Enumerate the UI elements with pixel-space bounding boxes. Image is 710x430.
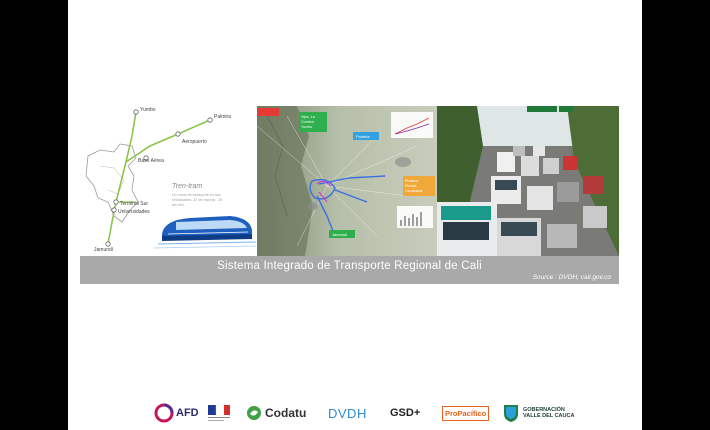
rail-line-palmira <box>125 119 211 163</box>
label-jamundi-box <box>329 230 355 238</box>
city-outline <box>85 143 139 223</box>
caption-title: Sistema Integrado de Transporte Regional… <box>217 260 482 272</box>
route-network <box>309 175 386 237</box>
label-vijes: Yumbo <box>301 125 312 129</box>
station-label: Aeropuerto <box>182 139 207 145</box>
gobernacion-line2: VALLE DEL CAUCA <box>523 413 575 419</box>
label-pradera: Candelaria <box>405 189 422 193</box>
road-sign <box>527 106 557 112</box>
gobernacion-text: GOBERNACIÓN VALLE DEL CAUCA <box>523 407 574 419</box>
road-sign <box>559 106 573 112</box>
label-palmira: Palmira <box>356 134 370 139</box>
label-jamundi: Jamundí <box>332 232 348 237</box>
station-label: Base Aérea <box>138 158 164 164</box>
gobernacion-line1: GOBERNACIÓN <box>523 407 565 413</box>
republique-logo <box>206 400 232 426</box>
regional-geo-map-svg: Vijes, La Cumbre, Yumbo Palmira Pradera,… <box>257 106 437 256</box>
label-pradera: Florida, <box>405 184 417 188</box>
gsd-text: GSD+ <box>390 407 421 419</box>
station-label: Universidades <box>118 209 150 215</box>
red-marker <box>257 108 279 116</box>
codatu-leaf-icon <box>247 406 261 420</box>
station-universidades <box>111 207 117 213</box>
label-vijes: Vijes, La <box>301 115 315 119</box>
inset-bars <box>400 212 422 226</box>
station-palmira <box>207 117 213 123</box>
rail-line-north-south <box>107 111 137 245</box>
station-base-aerea <box>143 155 149 161</box>
train-icon <box>153 216 257 249</box>
label-vijes: Cumbre, <box>301 120 315 124</box>
tren-tram-desc: velocidades: 22 km tranvía - 45 <box>172 198 222 202</box>
ridge <box>266 115 288 217</box>
station-label: Yumbo <box>140 107 156 113</box>
traffic-photo-svg <box>437 106 619 256</box>
label-palmira-box <box>353 132 379 140</box>
afd-logo: AFD <box>154 400 199 426</box>
dvdh-text: DVDH <box>328 405 367 421</box>
tren-tram-title: Tren-tram <box>172 183 202 190</box>
city-outline-inner <box>99 165 125 195</box>
afd-ring-icon <box>154 403 174 423</box>
urban-area <box>308 202 318 210</box>
magenta-route <box>316 180 332 187</box>
propacifico-text: ProPacífico <box>442 405 490 421</box>
regional-geo-map: Vijes, La Cumbre, Yumbo Palmira Pradera,… <box>257 106 437 256</box>
dvdh-logo: DVDH <box>328 400 367 426</box>
station-label: Terminal Sur <box>120 201 148 207</box>
station-terminal-sur <box>113 199 119 205</box>
label-pradera: Pradera, <box>405 179 419 183</box>
station-label: Palmira <box>214 114 231 120</box>
magenta-route <box>318 191 328 203</box>
gobernacion-logo: GOBERNACIÓN VALLE DEL CAUCA <box>502 400 574 426</box>
slide: Yumbo Palmira Aeropuerto Base Aérea Term… <box>68 0 642 430</box>
gsd-logo: GSD+ <box>390 400 420 426</box>
traffic-photo <box>437 106 619 256</box>
caption-source: Source : DVDH, cali.gov.co <box>532 274 611 281</box>
station-aeropuerto <box>175 131 181 137</box>
caption-bar: Sistema Integrado de Transporte Regional… <box>80 256 619 284</box>
partner-logos: AFD Codatu DVDH GSD+ ProPacífico <box>150 400 590 428</box>
vehicles <box>437 146 607 256</box>
codatu-text: Codatu <box>265 406 307 420</box>
mountain-range <box>257 106 313 256</box>
afd-text: AFD <box>176 407 199 419</box>
station-label: Jamundí <box>94 247 114 253</box>
coat-of-arms-icon <box>504 405 518 422</box>
inset-chart-line <box>394 123 430 135</box>
rail-line-map-svg: Yumbo Palmira Aeropuerto Base Aérea Term… <box>85 107 257 253</box>
tren-tram-desc: Un modo de transporte en dos <box>172 193 221 197</box>
station-jamundi <box>105 241 111 247</box>
urban-area <box>395 157 411 167</box>
propacifico-logo: ProPacífico <box>442 400 490 426</box>
station-yumbo <box>133 109 139 115</box>
rail-line-map: Yumbo Palmira Aeropuerto Base Aérea Term… <box>80 106 257 256</box>
label-vijes-box <box>299 112 327 132</box>
codatu-logo: Codatu <box>246 400 306 426</box>
inset-chart-line <box>394 117 430 135</box>
french-flag-icon <box>208 404 230 421</box>
inset-chart-bottom <box>397 206 433 228</box>
tren-tram-desc: km tren <box>172 203 184 207</box>
label-pradera-box <box>403 176 435 196</box>
